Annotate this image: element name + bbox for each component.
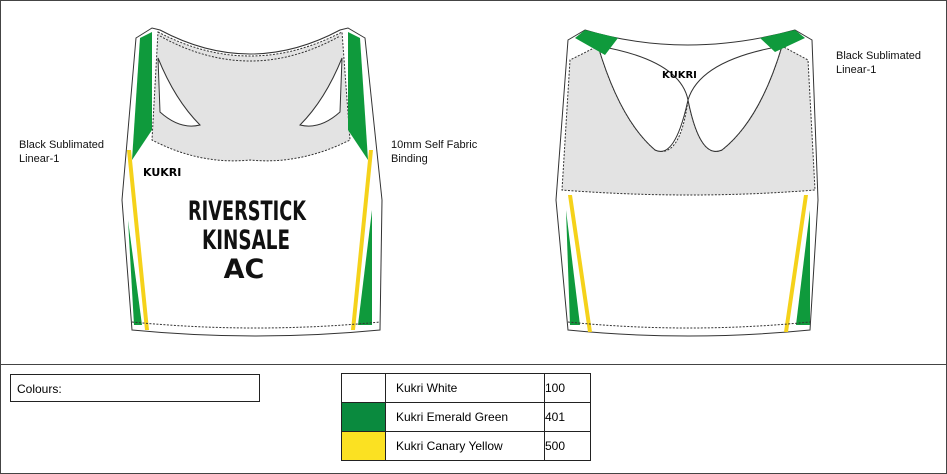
annotation-line: 10mm Self Fabric [391, 139, 478, 151]
kukri-logo-back: KUKRI [662, 70, 697, 81]
swatch-code: 401 [544, 402, 591, 432]
divider [0, 364, 947, 365]
annotation-line: Linear-1 [19, 153, 60, 165]
yellow-stripe [351, 150, 373, 330]
kukri-logo: KUKRI [143, 166, 181, 179]
front-right-annotation: 10mm Self Fabric Binding [391, 138, 477, 166]
yellow-stripe [127, 150, 149, 330]
front-print: RIVERSTICK KINSALE AC [188, 196, 307, 285]
swatch-row: Kukri Canary Yellow 500 [341, 431, 591, 461]
front-left-annotation: Black Sublimated Linear-1 [19, 138, 104, 166]
back-right-annotation: Black Sublimated Linear-1 [836, 49, 921, 77]
annotation-line: Binding [391, 153, 428, 165]
green-panel [132, 32, 152, 160]
back-garment [555, 29, 819, 337]
swatch-code: 100 [544, 373, 591, 403]
annotation-line: Black Sublimated [836, 50, 921, 62]
swatch-name: Kukri Canary Yellow [385, 431, 545, 461]
swatch-white [341, 373, 386, 403]
print-line-3: AC [224, 254, 265, 285]
swatch-row: Kukri Emerald Green 401 [341, 402, 591, 432]
colour-swatch-table: Kukri White 100 Kukri Emerald Green 401 … [341, 373, 591, 461]
swatch-row: Kukri White 100 [341, 373, 591, 403]
annotation-line: Black Sublimated [19, 139, 104, 151]
print-line-2: KINSALE [202, 225, 290, 256]
green-panel [348, 32, 368, 160]
print-line-1: RIVERSTICK [188, 196, 307, 227]
annotation-line: Linear-1 [836, 64, 877, 76]
swatch-name: Kukri White [385, 373, 545, 403]
front-view: KUKRI RIVERSTICK KINSALE AC KUKRI [121, 27, 819, 337]
front-garment [121, 27, 383, 337]
swatch-code: 500 [544, 431, 591, 461]
swatch-yellow [341, 431, 386, 461]
swatch-name: Kukri Emerald Green [385, 402, 545, 432]
colours-label: Colours: [10, 374, 260, 402]
swatch-green [341, 402, 386, 432]
